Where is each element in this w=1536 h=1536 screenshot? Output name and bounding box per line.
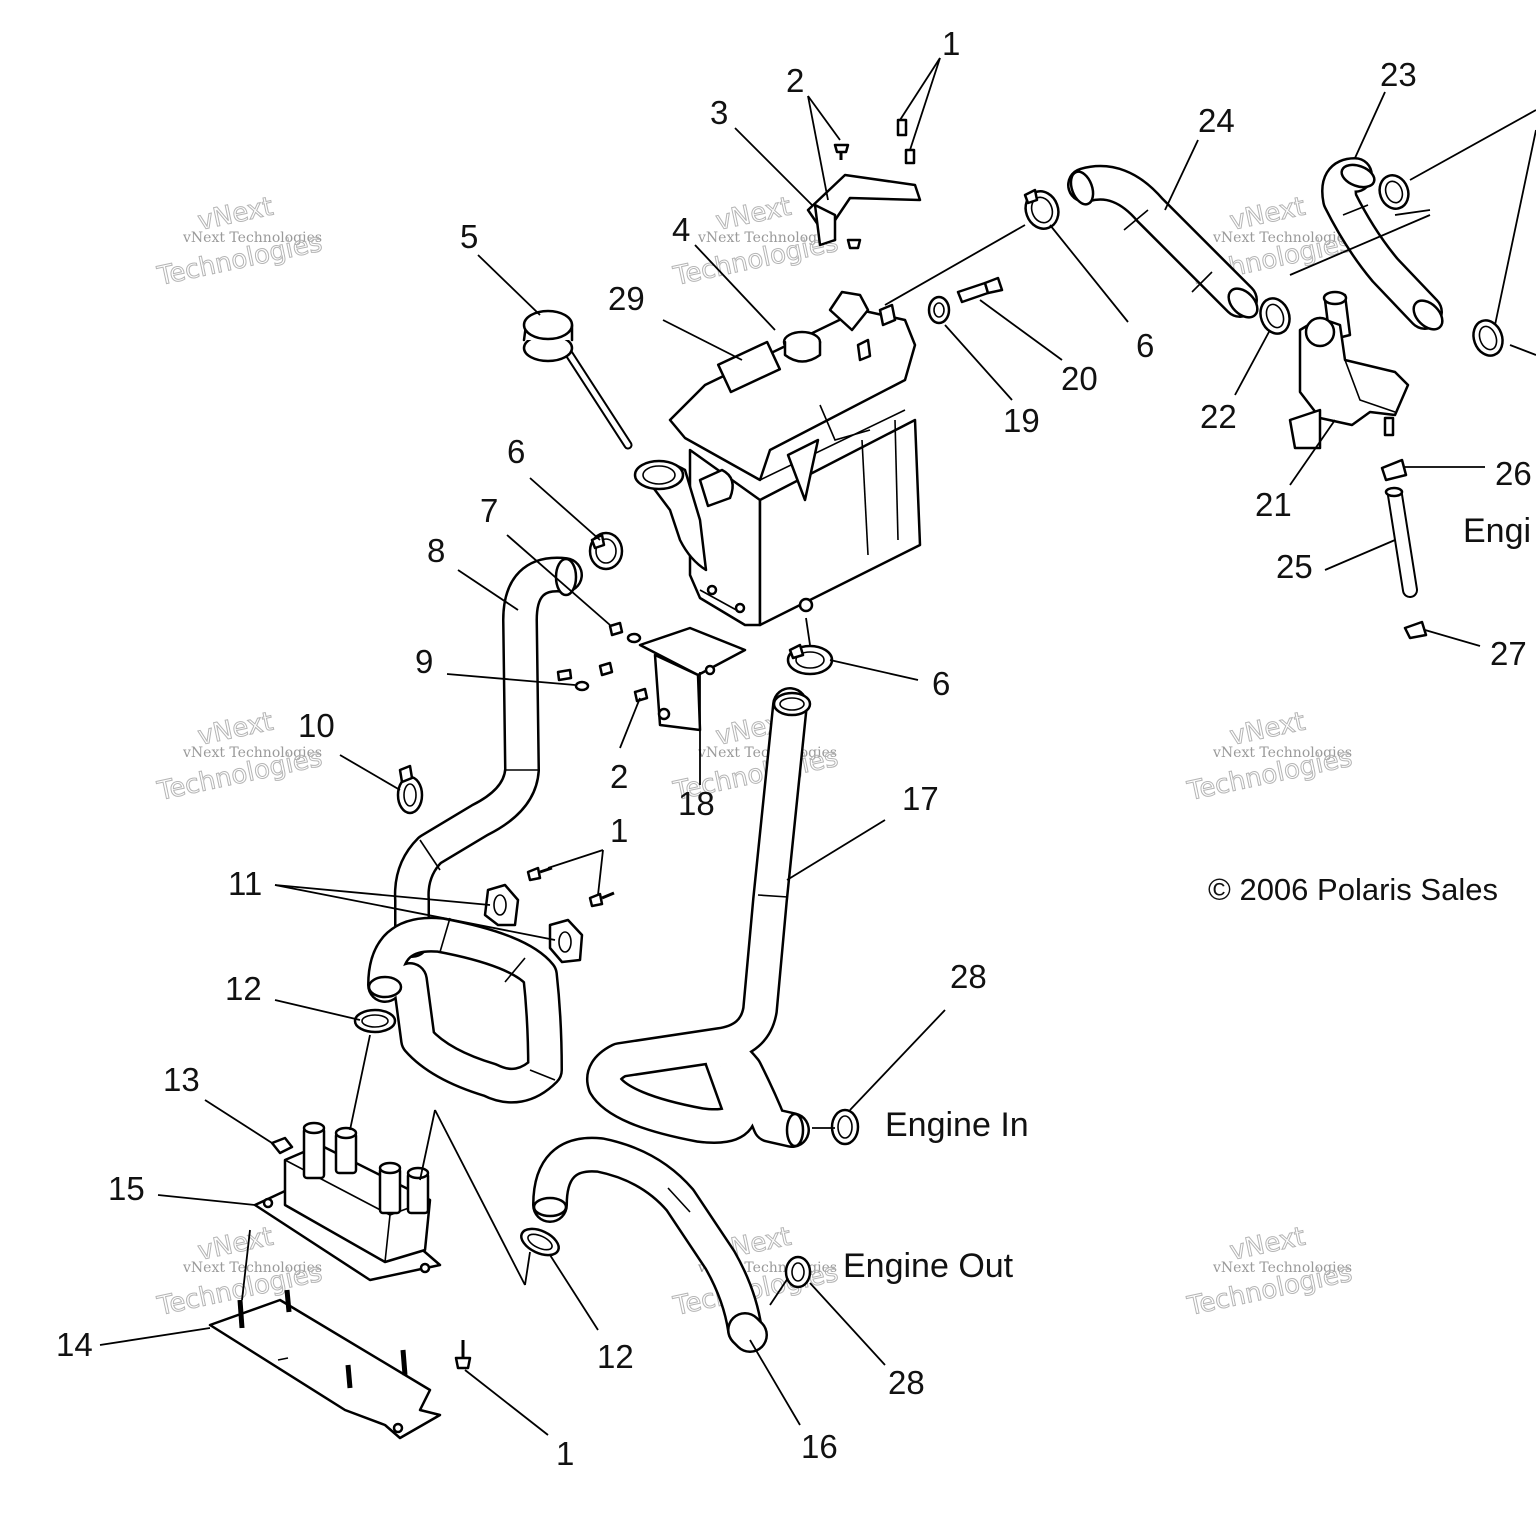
callout-22: 22	[1200, 398, 1237, 435]
svg-text:vNext Technologies: vNext Technologies	[1212, 745, 1352, 761]
svg-text:vNext Technologies: vNext Technologies	[182, 230, 322, 246]
svg-text:vNext Technologies: vNext Technologies	[1212, 1260, 1352, 1276]
hose-23	[1321, 157, 1444, 331]
clip-11-lower	[548, 918, 584, 964]
radiator-cap-dipstick	[522, 309, 633, 450]
hose-loop	[367, 916, 563, 1104]
callout-9: 9	[415, 643, 433, 680]
callout-7: 7	[480, 492, 498, 529]
watermark: vNext vNext Technologies Technologies	[670, 191, 842, 292]
valve-housing	[1288, 290, 1410, 450]
hose-clamp-12-lower	[520, 1227, 560, 1257]
callout-2: 2	[786, 62, 804, 99]
hose-8	[393, 556, 583, 958]
callout-25: 25	[1276, 548, 1313, 585]
callout-6: 6	[1136, 327, 1154, 364]
hose-clamp-28-upper	[830, 1108, 860, 1146]
callout-29: 29	[608, 280, 645, 317]
screw-plate	[454, 1340, 472, 1370]
bleed-hose	[1384, 486, 1418, 598]
callout-8: 8	[427, 532, 445, 569]
engine-label-cut: Engi	[1463, 512, 1531, 550]
screw-1	[526, 866, 615, 908]
callout-23: 23	[1380, 56, 1417, 93]
top-bracket	[806, 118, 922, 250]
nut-13	[270, 1136, 294, 1155]
clip-11-upper	[483, 883, 520, 927]
callout-14: 14	[56, 1326, 93, 1363]
hose-clamp-left	[588, 531, 624, 571]
watermark: vNext vNext Technologies Technologies	[1184, 1221, 1356, 1322]
callout-numbers: 1 2 3 4 5 29 24 23 6 20 19 22 21 26 25 2…	[56, 25, 1532, 1472]
hose-clamp-28-lower	[784, 1255, 812, 1289]
hose-clamp-top	[1023, 188, 1060, 230]
callout-6: 6	[507, 433, 525, 470]
svg-text:vNext Technologies: vNext Technologies	[697, 230, 837, 246]
hose-clamp-12-upper	[353, 1008, 397, 1034]
callout-12: 12	[597, 1338, 634, 1375]
callout-1: 1	[942, 25, 960, 62]
hose-17	[586, 687, 812, 1148]
watermark: vNext vNext Technologies Technologies	[154, 191, 326, 292]
bracket-18	[556, 621, 747, 732]
callout-5: 5	[460, 218, 478, 255]
callout-18: 18	[678, 785, 715, 822]
callout-1: 1	[556, 1435, 574, 1472]
text-labels: Engine In Engine Out Engi © 2006 Polaris…	[843, 512, 1531, 1285]
heat-exchanger	[253, 1121, 442, 1282]
watermark: vNext vNext Technologies Technologies	[1184, 706, 1356, 807]
callout-13: 13	[163, 1061, 200, 1098]
hose-clamp-upper-right	[1378, 174, 1410, 210]
callout-1: 1	[610, 812, 628, 849]
hose-clamp-bottom	[786, 643, 834, 676]
tank-label-plate	[716, 340, 782, 394]
callout-6: 6	[932, 665, 950, 702]
engine-out-label: Engine Out	[843, 1247, 1014, 1285]
callout-10: 10	[298, 707, 335, 744]
callout-11: 11	[228, 865, 262, 902]
mounting-plate	[208, 1289, 442, 1440]
leader-lines	[99, 57, 1536, 1436]
callout-27: 27	[1490, 635, 1527, 672]
fitting-19	[927, 295, 951, 325]
fitting-20	[956, 276, 1004, 304]
callout-3: 3	[710, 94, 728, 131]
svg-text:vNext Technologies: vNext Technologies	[182, 1260, 322, 1276]
svg-text:vNext Technologies: vNext Technologies	[1212, 230, 1352, 246]
callout-2: 2	[610, 758, 628, 795]
callout-17: 17	[902, 780, 939, 817]
callout-28: 28	[888, 1364, 925, 1401]
clamp-27	[1403, 620, 1428, 640]
callout-4: 4	[672, 211, 690, 248]
callout-24: 24	[1198, 102, 1235, 139]
hose-16	[532, 1136, 768, 1353]
callout-12: 12	[225, 970, 262, 1007]
hose-clamp-22	[1259, 297, 1291, 335]
callout-16: 16	[801, 1428, 838, 1465]
svg-text:vNext Technologies: vNext Technologies	[182, 745, 322, 761]
callout-26: 26	[1495, 455, 1532, 492]
copyright-notice: © 2006 Polaris Sales	[1208, 872, 1498, 907]
engine-in-label: Engine In	[885, 1106, 1029, 1144]
hose-clamp-right	[1472, 319, 1504, 357]
filler-neck	[633, 459, 734, 572]
callout-21: 21	[1255, 486, 1292, 523]
callout-20: 20	[1061, 360, 1098, 397]
coolant-tank	[668, 290, 922, 627]
callout-15: 15	[108, 1170, 145, 1207]
hose-24	[1067, 164, 1259, 319]
clamp-26	[1380, 458, 1408, 482]
clip-10	[396, 764, 424, 815]
callout-28: 28	[950, 958, 987, 995]
callout-19: 19	[1003, 402, 1040, 439]
